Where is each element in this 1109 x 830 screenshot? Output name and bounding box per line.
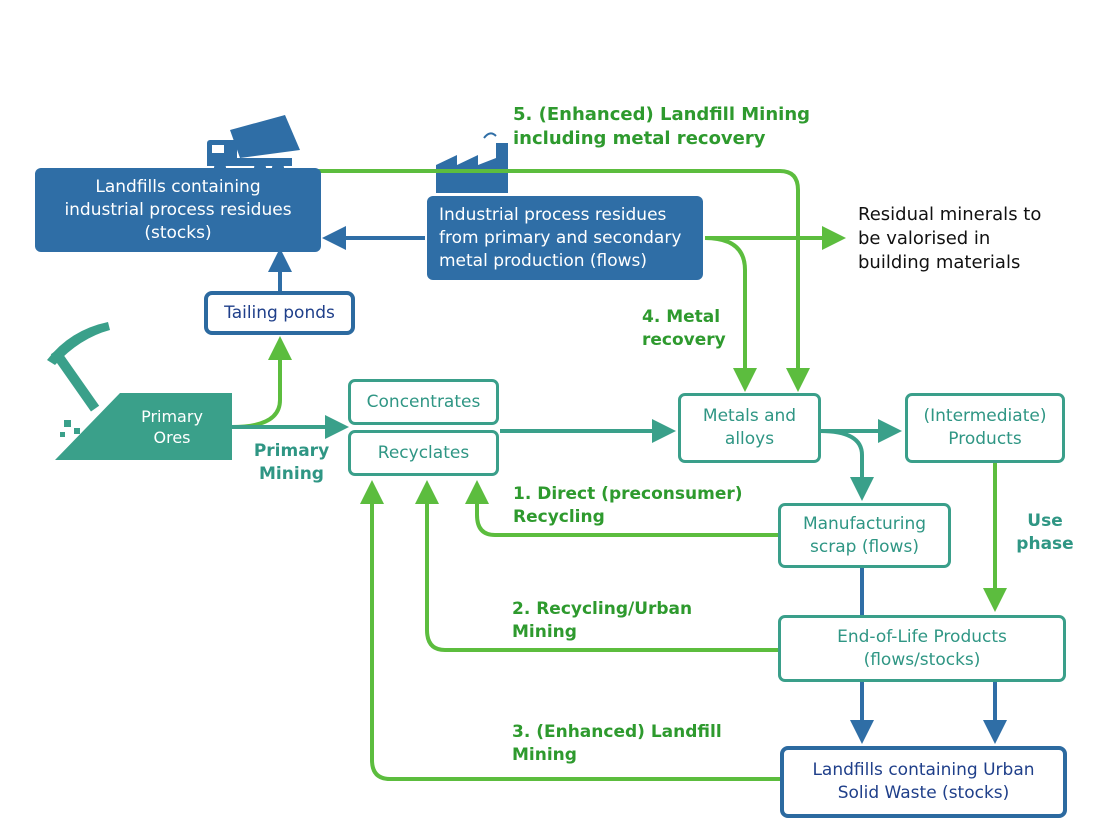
label-recycling-urban-2: 2. Recycling/Urban Mining [512,599,693,642]
pickaxe-icon [47,322,110,437]
label-metal-recovery-4: 4. Metal recovery [642,307,726,350]
metals-alloys-box: Metals and alloys [678,393,821,463]
recyclates-box: Recyclates [348,430,499,476]
label-direct-recycling-1: 1. Direct (preconsumer) Recycling [513,484,743,527]
concentrates-box: Concentrates [348,379,499,425]
tailing-ponds-box: Tailing ponds [204,291,355,335]
factory-icon [436,132,508,193]
primary-ores-shape [55,393,232,460]
end-of-life-box: End-of-Life Products (flows/stocks) [778,615,1066,682]
label-use-phase: Use phase [1016,511,1074,554]
intermediate-products-box: (Intermediate) Products [905,393,1065,463]
label-enhanced-landfill-3: 3. (Enhanced) Landfill Mining [512,722,722,765]
manufacturing-scrap-box: Manufacturing scrap (flows) [778,503,951,568]
label-enhanced-landfill-5: 5. (Enhanced) Landfill Mining including … [513,104,811,149]
industrial-residues-box: Industrial process residues from primary… [427,196,703,280]
landfill-urban-box: Landfills containing Urban Solid Waste (… [780,746,1067,818]
primary-ores-label: Primary Ores [141,407,203,447]
label-residual-minerals: Residual minerals to be valorised in bui… [858,204,1042,273]
label-primary-mining: Primary Mining [253,441,330,484]
landfill-industrial-box: Landfills containing industrial process … [35,168,321,252]
